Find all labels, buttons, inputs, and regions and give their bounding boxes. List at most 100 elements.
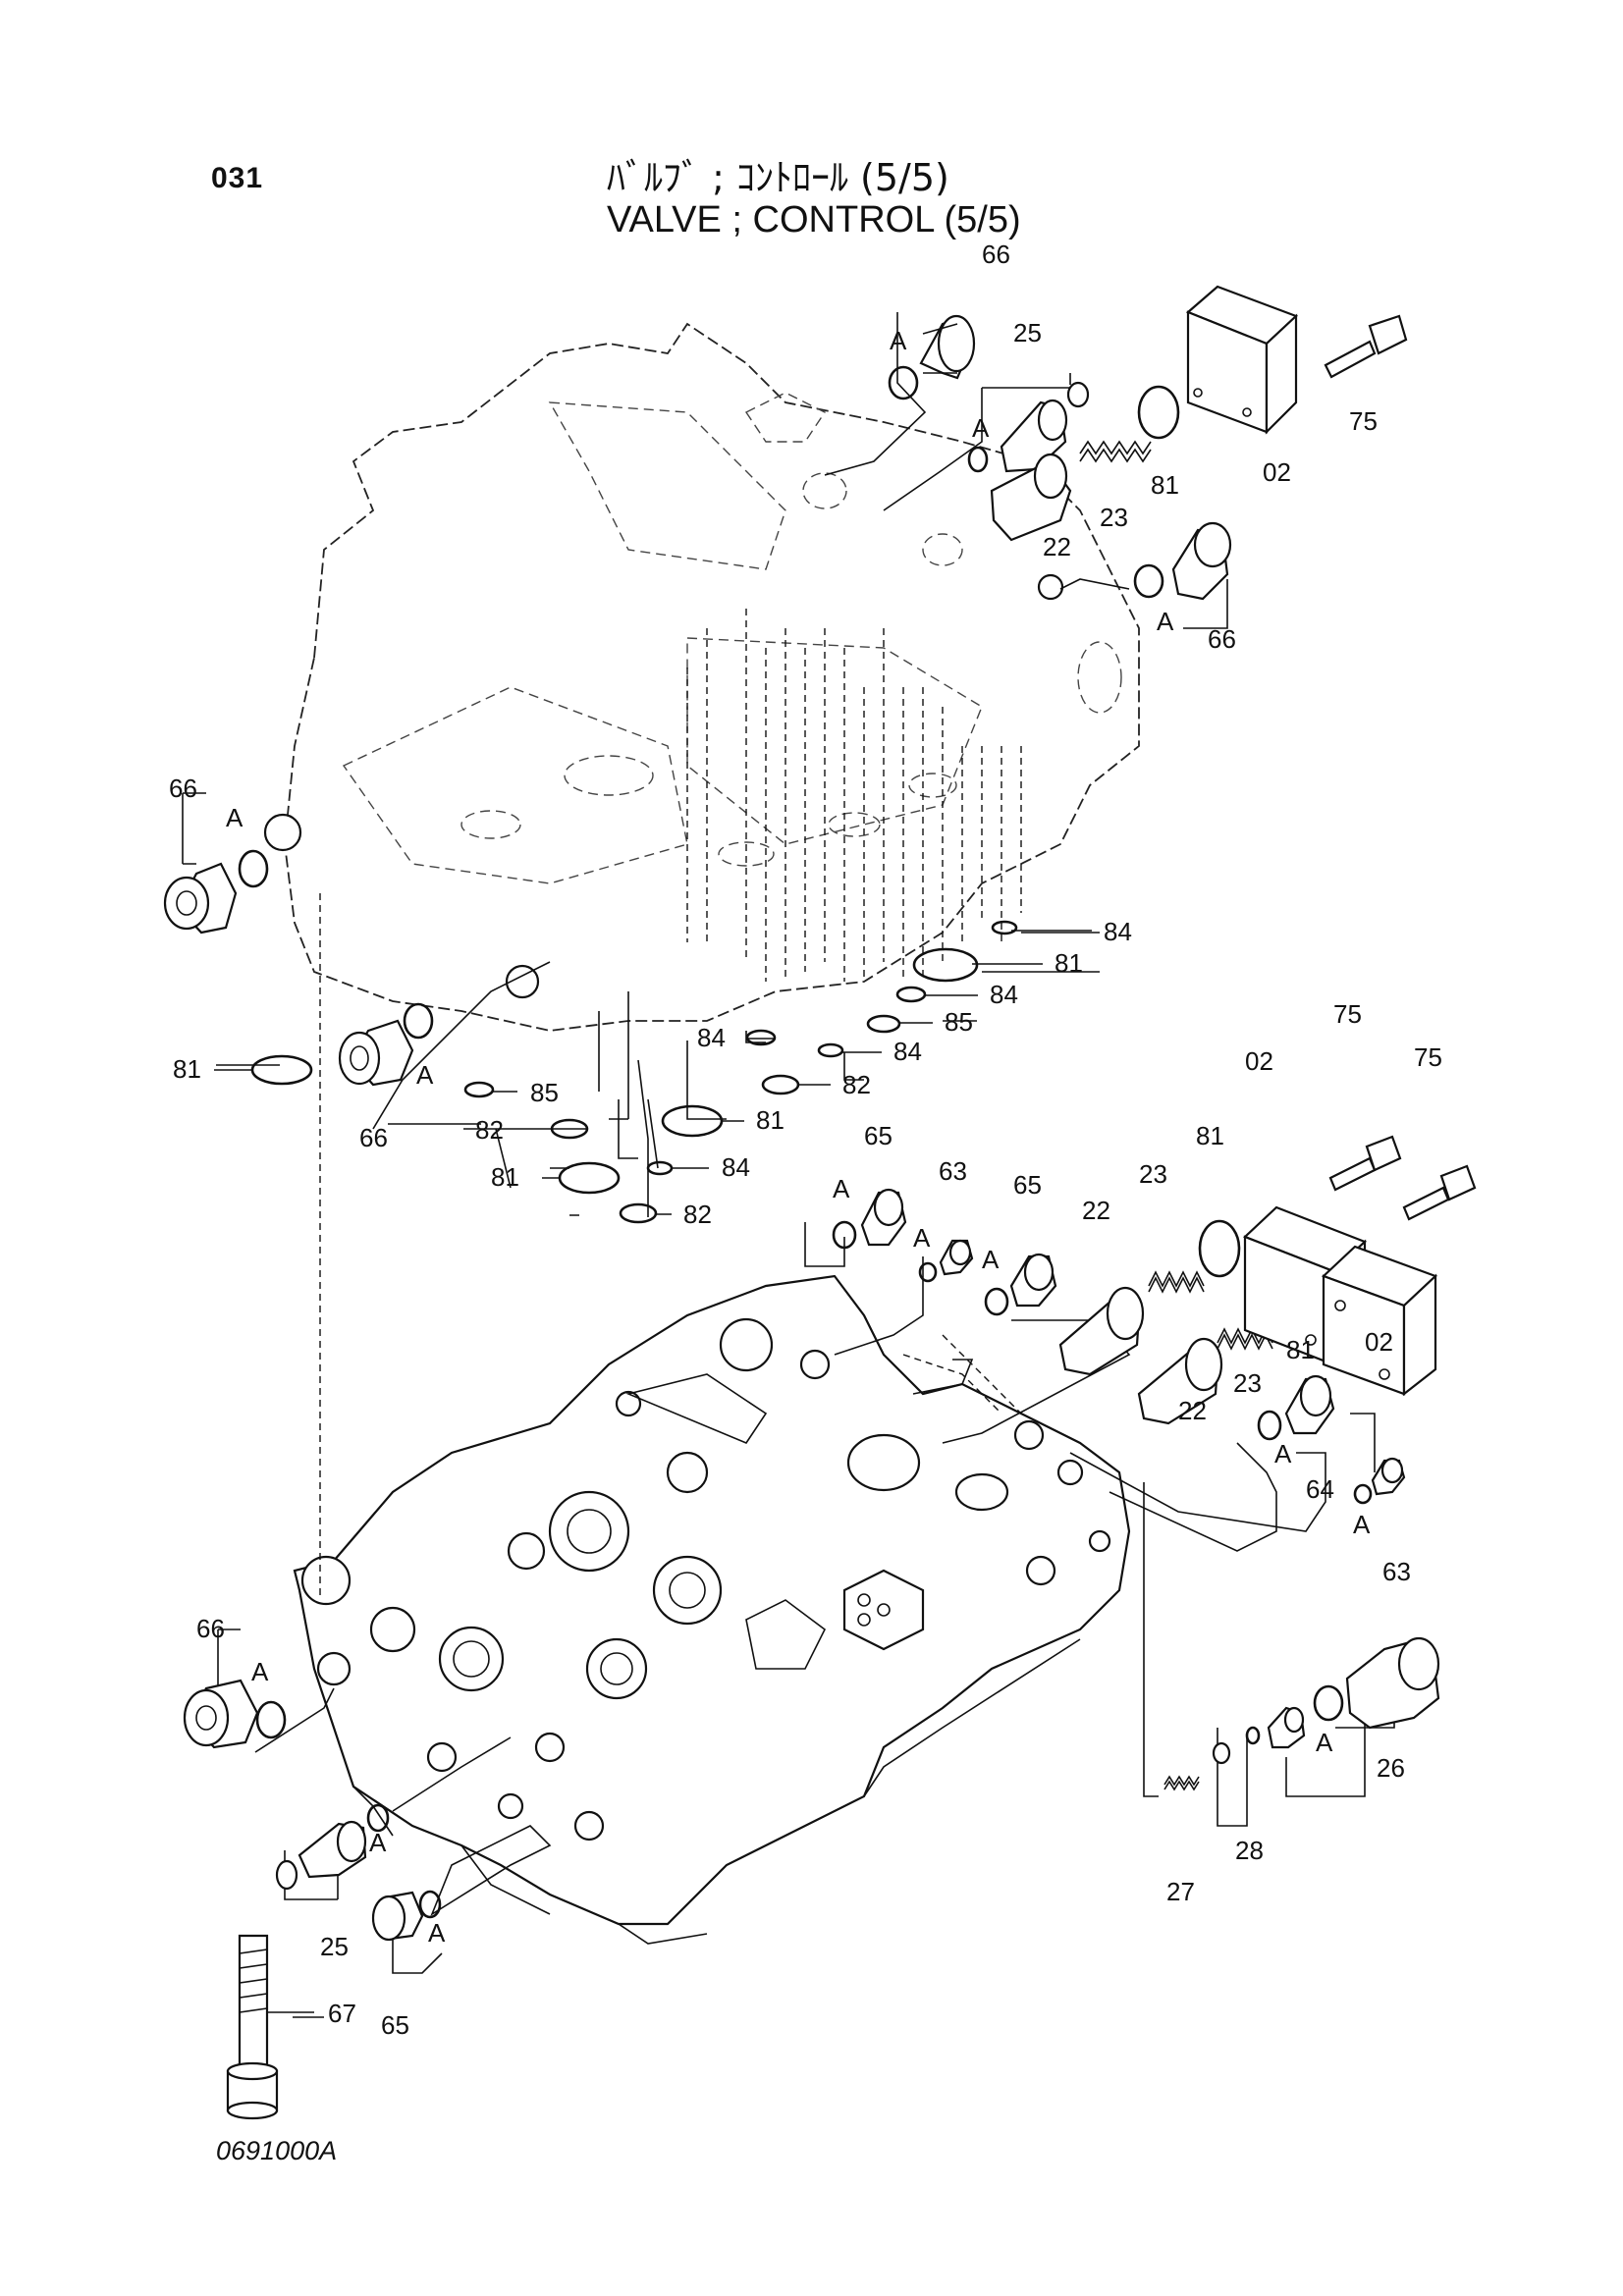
o-ring-a-63-right [1353, 1483, 1373, 1505]
o-ring-a-65a [832, 1220, 857, 1250]
callout-labels: 66 A 25 A 23 22 81 02 75 A 66 66 A 84 81… [169, 240, 1442, 2040]
title-english: VALVE ; CONTROL (5/5) [607, 199, 1021, 240]
callout-22: 22 [1082, 1196, 1110, 1225]
plug-66-lower [183, 1679, 259, 1749]
o-ring-81-top [1137, 385, 1180, 440]
callout-81: 81 [491, 1162, 519, 1192]
callout-75: 75 [1349, 406, 1378, 436]
page-number: 031 [211, 162, 264, 194]
callout-66: 66 [1208, 624, 1236, 654]
o-ring-81-d [558, 1161, 621, 1195]
title-japanese: ﾊﾞﾙﾌﾞ ; ｺﾝﾄﾛｰﾙ (5/5) [607, 156, 949, 199]
o-ring-84-a [991, 920, 1018, 935]
callout-23: 23 [1100, 503, 1128, 532]
callout-28: 28 [1235, 1836, 1264, 1865]
o-ring-a-right [1133, 563, 1164, 599]
callout-67: 67 [328, 1999, 356, 2028]
plug-63-right [1371, 1457, 1406, 1496]
leader-lines [182, 312, 1395, 2013]
parts [163, 285, 1477, 2120]
callout-84: 84 [990, 980, 1018, 1009]
callout-66: 66 [196, 1614, 225, 1643]
callout-81: 81 [1151, 470, 1179, 500]
callout-a: A [416, 1060, 434, 1090]
o-ring-a-top-2 [967, 446, 989, 473]
callout-82: 82 [475, 1115, 504, 1145]
o-ring-82-a [761, 1074, 800, 1095]
callout-84: 84 [893, 1037, 922, 1066]
spring-23-mid-a [1148, 1270, 1205, 1288]
o-ring-81-b [912, 947, 979, 983]
o-ring-85-a [866, 1014, 901, 1034]
callout-02: 02 [1263, 457, 1291, 487]
callout-65: 65 [864, 1121, 893, 1150]
o-ring-81-c [661, 1104, 724, 1138]
bolt-75-mid-a [1328, 1135, 1402, 1192]
o-ring-a-63 [918, 1261, 938, 1283]
callout-66: 66 [359, 1123, 388, 1152]
callout-22: 22 [1178, 1396, 1207, 1425]
o-ring-84-b [895, 986, 927, 1003]
o-ring-a-top-1 [888, 365, 919, 400]
o-ring-81-left [250, 1054, 313, 1086]
callout-85: 85 [945, 1007, 973, 1037]
callout-84: 84 [697, 1023, 726, 1052]
callout-25: 25 [320, 1932, 349, 1961]
callout-a: A [913, 1223, 931, 1253]
callout-66: 66 [982, 240, 1010, 269]
part-22-top [990, 453, 1072, 542]
callout-63: 63 [1382, 1557, 1411, 1586]
callout-63: 63 [939, 1156, 967, 1186]
part-23-top-spring [1079, 440, 1152, 455]
o-ring-a-26 [1313, 1684, 1344, 1722]
callout-66: 66 [169, 774, 197, 803]
callout-81: 81 [1055, 948, 1083, 978]
callout-85: 85 [530, 1078, 559, 1107]
spool-22-mid-b [1137, 1337, 1223, 1425]
o-ring-84-d [817, 1042, 844, 1058]
callout-81: 81 [1196, 1121, 1224, 1150]
block-02-top [1185, 285, 1299, 435]
callout-81: 81 [1286, 1335, 1315, 1364]
o-ring-a-64 [1257, 1410, 1282, 1441]
bolt-75-top [1324, 314, 1408, 379]
callout-a: A [890, 326, 907, 355]
upper-valve-body [263, 322, 1140, 1032]
o-ring-a-mid-left [403, 1002, 434, 1040]
callout-a: A [1274, 1439, 1292, 1468]
callout-a: A [1157, 607, 1174, 636]
part-28-seat [1212, 1741, 1231, 1765]
callout-a: A [1316, 1728, 1333, 1757]
callout-a: A [251, 1657, 269, 1686]
callout-a: A [1353, 1510, 1371, 1539]
plug-65-mid-b [1009, 1253, 1057, 1308]
bolt-67 [226, 1934, 279, 2120]
callout-a: A [972, 413, 990, 443]
callout-81: 81 [173, 1054, 201, 1084]
o-ring-85-b [463, 1081, 495, 1098]
o-ring-a-lower-25 [366, 1803, 390, 1833]
callout-27: 27 [1166, 1877, 1195, 1906]
callout-65: 65 [1013, 1170, 1042, 1200]
o-ring-81-mid-a [1198, 1219, 1241, 1278]
callout-26: 26 [1377, 1753, 1405, 1783]
plug-63-mid [939, 1239, 974, 1276]
callout-65: 65 [381, 2010, 409, 2040]
callout-a: A [833, 1174, 850, 1203]
callout-22: 22 [1043, 532, 1071, 561]
o-ring-a-65b [984, 1287, 1009, 1316]
plug-66-top [919, 314, 976, 380]
plug-66-right [1171, 521, 1232, 601]
plug-66-left [163, 862, 238, 934]
callout-23: 23 [1139, 1159, 1167, 1189]
part-28 [1267, 1706, 1306, 1749]
callout-02: 02 [1245, 1046, 1273, 1076]
o-ring-84-e [646, 1160, 674, 1176]
callout-leaders [214, 930, 1092, 2018]
callout-a: A [982, 1245, 1000, 1274]
lower-valve-body [293, 1274, 1131, 1945]
o-ring-a-lower-66 [255, 1700, 287, 1739]
callout-25: 25 [1013, 318, 1042, 347]
plug-65-mid-a [860, 1188, 907, 1247]
